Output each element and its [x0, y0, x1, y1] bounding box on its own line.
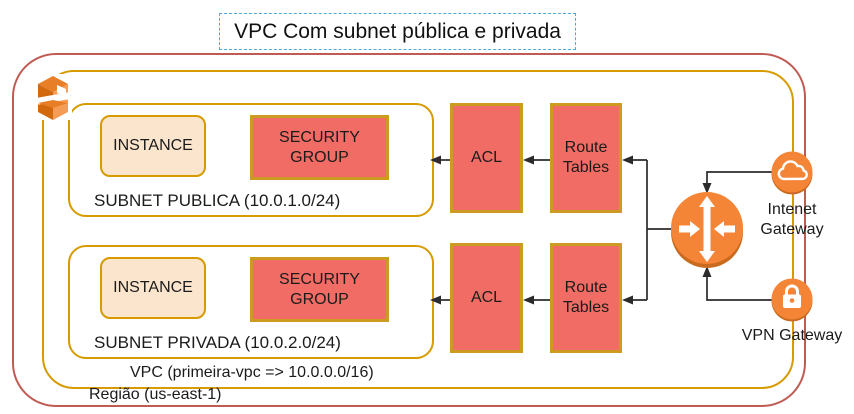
diagram-title: VPC Com subnet pública e privada	[234, 19, 561, 43]
route-tables-label: Route Tables	[562, 139, 610, 176]
security-group-box-private: SECURITY GROUP	[250, 257, 389, 322]
route-tables-box-private: Route Tables	[550, 243, 622, 353]
instance-label: INSTANCE	[113, 279, 193, 296]
acl-label: ACL	[470, 149, 503, 166]
internet-gateway-label: Intenet Gateway	[760, 201, 824, 238]
route-tables-box-public: Route Tables	[550, 103, 622, 213]
vpn-gateway-label: VPN Gateway	[741, 327, 843, 344]
acl-label: ACL	[470, 289, 503, 306]
acl-box-private: ACL	[450, 243, 523, 353]
instance-box-private: INSTANCE	[100, 257, 206, 319]
acl-box-public: ACL	[450, 103, 523, 213]
security-group-label: SECURITY GROUP	[279, 128, 360, 166]
subnet-public-label: SUBNET PUBLICA (10.0.1.0/24)	[94, 191, 341, 210]
diagram-title-box: VPC Com subnet pública e privada	[219, 13, 576, 50]
vpc-boundary	[42, 70, 794, 389]
subnet-private-label: SUBNET PRIVADA (10.0.2.0/24)	[94, 333, 341, 352]
instance-box-public: INSTANCE	[100, 115, 206, 177]
route-tables-label: Route Tables	[562, 279, 610, 316]
instance-label: INSTANCE	[113, 137, 193, 154]
security-group-label: SECURITY GROUP	[279, 270, 360, 308]
vpc-label: VPC (primeira-vpc => 10.0.0.0/16)	[130, 364, 374, 381]
region-boundary	[12, 53, 806, 407]
region-label: Região (us-east-1)	[89, 386, 222, 403]
security-group-box-public: SECURITY GROUP	[250, 115, 389, 180]
